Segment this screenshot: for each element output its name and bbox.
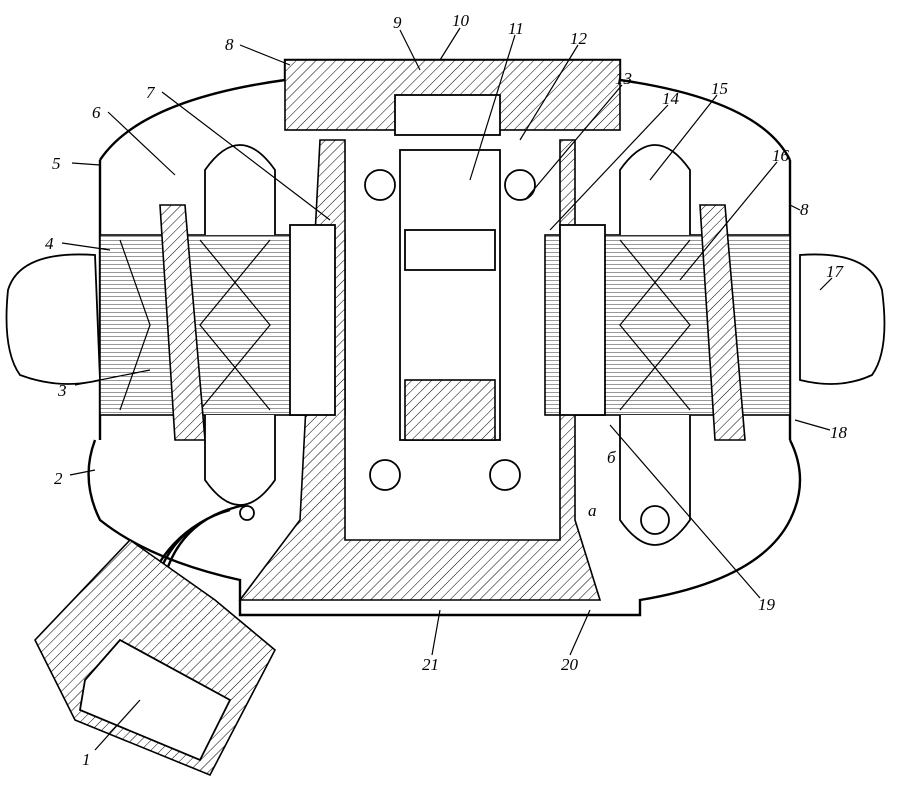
leader-lines bbox=[61, 27, 833, 751]
callout-8-top: 8 bbox=[225, 35, 234, 54]
callout-9: 9 bbox=[393, 13, 402, 32]
callout-6: 6 bbox=[92, 103, 101, 122]
rubber-mount-right bbox=[799, 253, 886, 385]
callout-2: 2 bbox=[54, 469, 63, 488]
callout-21: 21 bbox=[422, 655, 439, 674]
callout-7: 7 bbox=[146, 83, 156, 102]
callout-15: 15 bbox=[711, 79, 728, 98]
callout-4: 4 bbox=[45, 234, 54, 253]
callout-19: 19 bbox=[758, 595, 776, 614]
coil-end-top-right bbox=[619, 144, 691, 235]
callout-5: 5 bbox=[52, 154, 61, 173]
letter-b: б bbox=[607, 448, 616, 467]
callout-17: 17 bbox=[826, 262, 845, 281]
callout-11: 11 bbox=[508, 19, 524, 38]
rubber-mount-left bbox=[5, 253, 101, 385]
callout-1: 1 bbox=[82, 750, 91, 769]
callout-8-right: 8 bbox=[800, 200, 809, 219]
coil-end-top-left bbox=[204, 144, 276, 235]
letter-a: а bbox=[588, 501, 597, 520]
callout-10: 10 bbox=[452, 11, 470, 30]
callout-3: 3 bbox=[57, 381, 67, 400]
callout-13: 13 bbox=[615, 69, 632, 88]
callout-20: 20 bbox=[561, 655, 579, 674]
housing-bottom bbox=[87, 439, 802, 617]
callout-18: 18 bbox=[830, 423, 848, 442]
callout-16: 16 bbox=[772, 146, 790, 165]
callout-12: 12 bbox=[570, 29, 588, 48]
callout-14: 14 bbox=[662, 89, 680, 108]
